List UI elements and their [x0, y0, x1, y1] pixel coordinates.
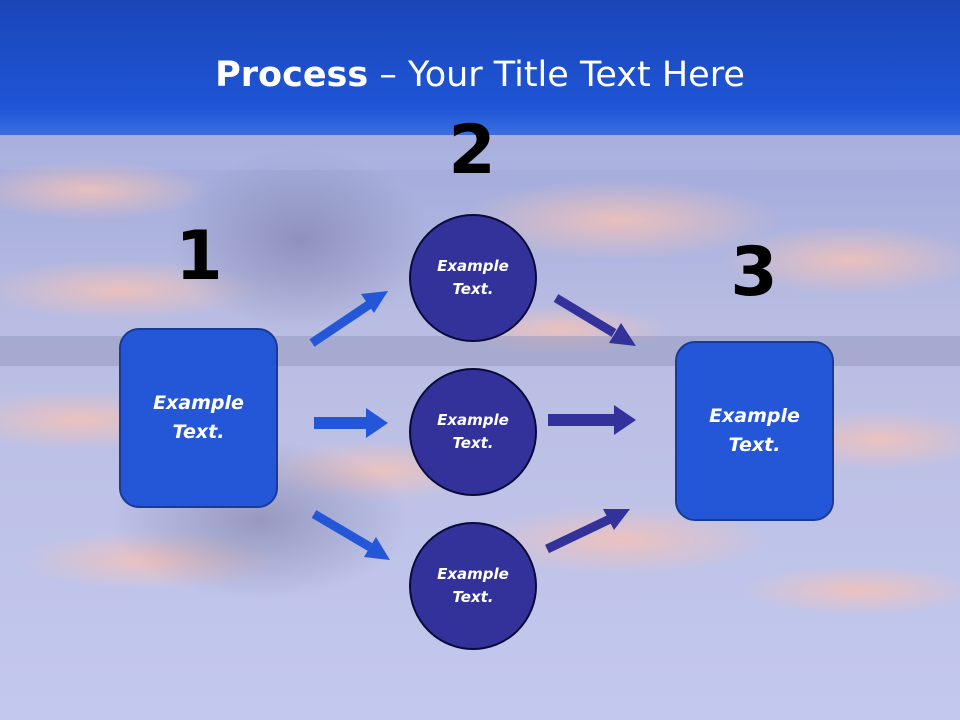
circle-top: Example Text. [409, 214, 537, 342]
circle-middle-label: Example Text. [437, 411, 509, 452]
box-end-label: Example Text. [709, 405, 800, 456]
box-start: Example Text. [119, 328, 278, 508]
step-number-2: 2 [448, 111, 496, 190]
box-end: Example Text. [675, 341, 834, 521]
circle-top-label: Example Text. [437, 257, 509, 298]
title-bold: Process [215, 55, 369, 95]
slide-title: Process – Your Title Text Here [0, 52, 960, 98]
arrow-right-down [553, 294, 636, 346]
arrow-left-middle [314, 408, 388, 438]
step-number-3: 3 [730, 233, 778, 312]
box-start-label: Example Text. [153, 392, 244, 443]
title-bar [0, 0, 960, 135]
circle-bottom: Example Text. [409, 522, 537, 650]
arrow-left-up [309, 291, 388, 347]
step-number-1: 1 [175, 217, 223, 296]
circle-bottom-label: Example Text. [437, 565, 509, 606]
arrow-left-down [311, 510, 390, 560]
title-rest: – Your Title Text Here [368, 55, 745, 95]
circle-middle: Example Text. [409, 368, 537, 496]
arrow-right-up [545, 509, 630, 554]
arrow-right-middle [548, 405, 636, 435]
